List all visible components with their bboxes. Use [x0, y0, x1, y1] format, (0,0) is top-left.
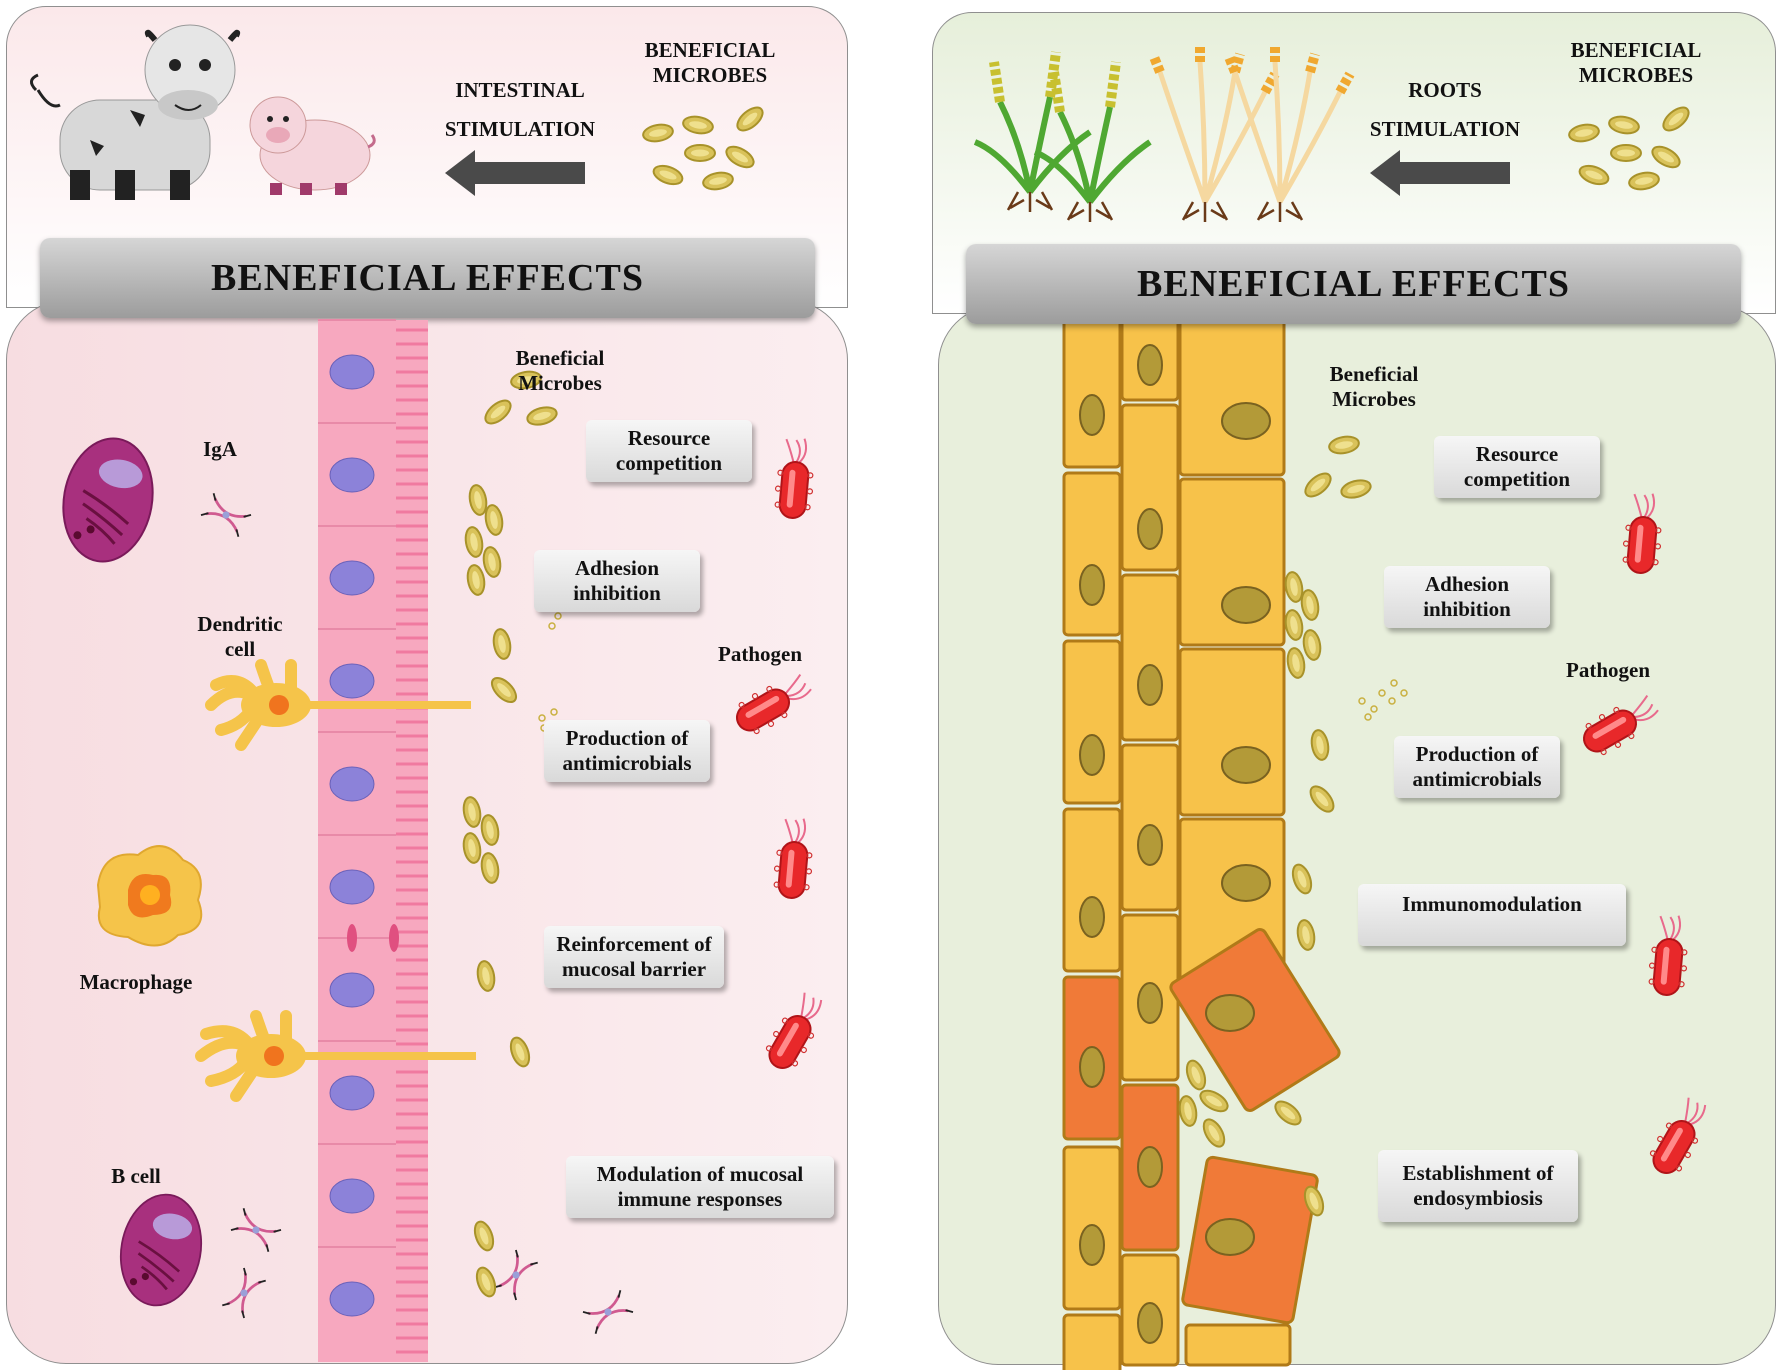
header-microbes-line1: BENEFICIAL: [644, 38, 776, 62]
macrophage-label: Macrophage: [79, 970, 193, 994]
effect-line1: Production of: [1415, 742, 1539, 766]
effect-line1: Resource: [1475, 442, 1559, 466]
right-header-microbes-label: BENEFICIAL MICROBES: [1536, 38, 1736, 88]
right-banner: BENEFICIAL EFFECTS: [966, 244, 1741, 324]
left-header-arrow: [445, 150, 585, 196]
effect-line1: Adhesion: [1424, 572, 1510, 596]
header-microbes-line2: MICROBES: [652, 63, 768, 87]
effect-line2: inhibition: [1423, 597, 1511, 621]
left-pathogen-label: Pathogen: [718, 642, 802, 666]
right-pathogen-label: Pathogen: [1566, 658, 1650, 682]
effect-line1: Adhesion: [574, 556, 660, 580]
plants-illustration: [973, 47, 1355, 222]
microbes-line2: Microbes: [518, 371, 602, 395]
left-header-intestinal-label: INTESTINAL STIMULATION: [420, 78, 620, 142]
header-microbes-line2: MICROBES: [1578, 63, 1694, 87]
effect-line1: Resource: [627, 426, 711, 450]
header-line1: ROOTS: [1408, 78, 1482, 102]
microbes-line2: Microbes: [1332, 387, 1416, 411]
right-microbes-label: Beneficial Microbes: [1314, 362, 1434, 412]
b-cell-label: B cell: [111, 1164, 161, 1188]
right-header-arrow: [1370, 150, 1510, 196]
effect-line2: inhibition: [573, 581, 661, 605]
root-tissue: [1062, 303, 1718, 1370]
effect-line1: Modulation of mucosal: [596, 1162, 804, 1186]
header-line2: STIMULATION: [444, 117, 596, 141]
left-banner: BENEFICIAL EFFECTS: [40, 238, 815, 318]
effect-line2: endosymbiosis: [1413, 1186, 1543, 1210]
effect-line2: antimicrobials: [1412, 767, 1542, 791]
cow-illustration: [30, 24, 241, 200]
left-header-microbe-cluster: [640, 102, 768, 193]
right-effect-immunomodulation: Immunomodulation: [1358, 884, 1626, 946]
effect-line1: Immunomodulation: [1402, 892, 1582, 916]
right-header-microbe-cluster: [1566, 102, 1694, 193]
dendritic-cell-label: Dendritic cell: [180, 612, 300, 662]
header-line2: STIMULATION: [1369, 117, 1521, 141]
header-line1: INTESTINAL: [455, 78, 585, 102]
effect-line1: Production of: [565, 726, 689, 750]
effect-line2: antimicrobials: [562, 751, 692, 775]
effect-line1: Establishment of: [1402, 1161, 1554, 1185]
pig-illustration: [249, 96, 376, 195]
effect-line2: mucosal barrier: [561, 957, 707, 981]
microbes-line1: Beneficial: [515, 346, 605, 370]
header-microbes-line1: BENEFICIAL: [1570, 38, 1702, 62]
left-microbes-label: Beneficial Microbes: [500, 346, 620, 396]
left-header-microbes-label: BENEFICIAL MICROBES: [610, 38, 810, 88]
effect-line1: Reinforcement of: [556, 932, 712, 956]
iga-label: IgA: [203, 437, 237, 461]
dendritic-line2: cell: [224, 637, 256, 661]
left-body-art: [52, 319, 834, 1362]
effect-line2: immune responses: [617, 1187, 783, 1211]
effect-line2: competition: [615, 451, 723, 475]
microbes-line1: Beneficial: [1329, 362, 1419, 386]
effect-line2: competition: [1463, 467, 1571, 491]
dendritic-line1: Dendritic: [197, 612, 283, 636]
right-header-roots-label: ROOTS STIMULATION: [1345, 78, 1545, 142]
